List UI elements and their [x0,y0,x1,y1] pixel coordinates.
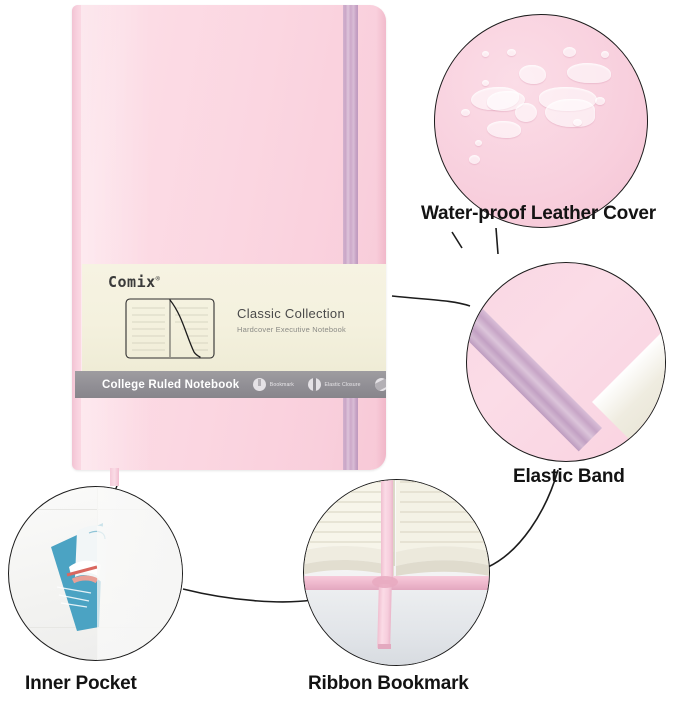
caption-elastic-band: Elastic Band [513,466,625,487]
collection-subtitle: Hardcover Executive Notebook [237,325,346,334]
ruling-type-label: College Ruled Notebook [102,378,240,391]
caption-ribbon-bookmark: Ribbon Bookmark [308,673,469,694]
elastic-closure-icon [307,378,321,391]
product-label: Comix® Classic Collection Hardcover Exe [82,264,386,371]
ribbon-tip [378,644,391,649]
feature-inner-pocket: Inner Pocket [374,378,386,391]
callout-water-proof-leather-cover [434,14,648,228]
ribbon-bookmark-tail [110,468,119,486]
page-block-detail [592,310,665,461]
feature-strip: College Ruled Notebook Bookmark Elastic … [75,371,386,398]
feature-bookmark-label: Bookmark [269,381,294,388]
callout-inner-pocket [8,486,183,661]
ribbon-knot [372,576,398,588]
elastic-band-detail [467,263,603,452]
notebook-spine [72,5,81,470]
open-book-illustration [125,298,215,359]
cover-right-edge [376,5,386,470]
feature-elastic-label: Elastic Closure [324,381,361,388]
cover-highlight [81,5,151,470]
caption-inner-pocket: Inner Pocket [25,673,137,694]
desk-surface [304,590,489,665]
inner-pocket-icon [374,378,386,391]
ribbon-upper [381,480,393,580]
feature-elastic-closure: Elastic Closure [307,378,361,391]
bookmark-icon [253,378,267,391]
ribbon-lower [377,583,392,649]
callout-elastic-band [466,262,666,462]
elastic-band-strap [343,5,358,470]
collection-name: Classic Collection [237,306,345,321]
feature-bookmark: Bookmark [253,378,294,391]
notebook-cover: Comix® Classic Collection Hardcover Exe [72,5,386,470]
pocket-flap [97,487,182,660]
open-notebook-pages [304,480,489,576]
caption-water-proof-leather-cover: Water-proof Leather Cover [421,203,656,224]
callout-ribbon-bookmark [303,479,490,666]
brand-logo: Comix® [108,273,161,291]
